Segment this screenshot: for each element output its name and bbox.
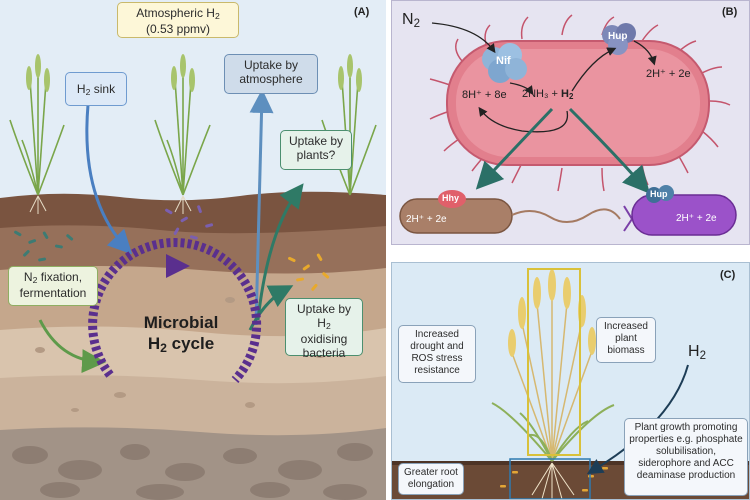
panel-b-hydrogenase-mechanism: (B) N2 Nif Hup 8H⁺ + 8e 2NH₃ + H2 2H⁺ + … (391, 0, 750, 245)
hhy-label: Hhy (442, 193, 460, 203)
plant-middle-heads (171, 54, 195, 92)
hhy-product-eq: 2H⁺ + 2e (406, 214, 447, 225)
uptake-plants-box: Uptake by plants? (280, 130, 352, 170)
hup-bacterium (631, 194, 737, 236)
panel-c-label: (C) (720, 269, 736, 281)
hup-product-arrow (633, 40, 657, 66)
h2-diffusion-right-arrow (568, 107, 650, 194)
microbial-cycle-ring (88, 238, 262, 384)
microbial-h2-cycle-label: Microbial H2 cycle (143, 313, 219, 356)
reactant-eq: 8H⁺ + 8e (462, 89, 507, 101)
hup-right-tail (623, 205, 634, 232)
plant-left-heads (26, 54, 50, 92)
wheat-leaves (491, 402, 615, 462)
uptake-bacteria-box: Uptake by H2 oxidising bacteria (285, 298, 363, 360)
h2-sink-box: H2 sink (65, 72, 127, 106)
nif-product-eq: 2NH₃ + H2 (522, 88, 574, 101)
nif-reaction-arrow (509, 82, 534, 96)
roots (531, 462, 575, 499)
n2-arrow (431, 22, 496, 54)
panel-c-plant-benefits: (C) Increased drought and ROS stress res… (391, 262, 750, 500)
plant-biomass-box: Increased plant biomass (596, 317, 656, 363)
root-highlight (509, 458, 591, 499)
cycle-arrowhead (166, 254, 190, 278)
hup-top-label: Hup (608, 31, 628, 42)
hup-enzyme-right (646, 185, 674, 203)
panel-a-soil-h2-cycle: (A) Atmospheric H2 (0.53 ppmv) H2 sink U… (0, 0, 386, 500)
bacteria-diagram (399, 14, 737, 236)
microbe-cluster-green (14, 230, 74, 262)
h2-recycle-arrow (478, 106, 569, 133)
h2-label: H2 (688, 343, 706, 362)
hhy-enzyme (438, 190, 466, 208)
biomass-highlight (527, 268, 581, 456)
plant-middle (154, 70, 211, 196)
plant-right-heads (338, 54, 362, 92)
microbe-cluster-purple (165, 205, 214, 240)
uptake-atmosphere-arrow (249, 89, 274, 326)
nif-label: Nif (496, 55, 511, 67)
uptake-plants-arrow (256, 183, 304, 321)
pebbles (12, 443, 373, 500)
hup-right-label: Hup (650, 189, 668, 199)
uptake-bacteria-arrow (248, 285, 294, 331)
soil-scene (0, 54, 386, 500)
h2-to-hup-arrow (571, 47, 617, 92)
plant-middle-roots (174, 195, 192, 214)
root-elongation-box: Greater root elongation (398, 463, 464, 495)
growth-promoting-box: Plant growth promoting properties e.g. p… (624, 418, 748, 496)
atmospheric-h2-title: Atmospheric H (136, 6, 215, 20)
hup-product-eq: 2H⁺ + 2e (646, 68, 691, 80)
hup-right-product-eq: 2H⁺ + 2e (676, 213, 717, 224)
panel-a-label: (A) (354, 6, 370, 18)
uptake-atmosphere-box: Uptake by atmosphere (224, 54, 318, 94)
atmospheric-h2-box: Atmospheric H2 (0.53 ppmv) (117, 2, 239, 38)
n2-label: N2 (402, 11, 420, 30)
n2-fixation-arrow (38, 319, 106, 374)
n2-fixation-box: N2 fixation, fermentation (8, 266, 98, 306)
drought-resistance-box: Increased drought and ROS stress resista… (398, 325, 476, 383)
atmospheric-h2-concentration: (0.53 ppmv) (145, 21, 211, 36)
microbe-cluster-orange (288, 253, 330, 291)
h2-diffusion-left-arrow (475, 107, 554, 190)
plant-left-roots (29, 195, 47, 214)
panel-b-label: (B) (722, 6, 738, 18)
rock-layer (0, 427, 386, 500)
plant-left (9, 70, 65, 196)
hhy-flagellum (511, 208, 621, 223)
h2-sink-arrow (85, 104, 133, 255)
soil-surface (392, 461, 749, 465)
